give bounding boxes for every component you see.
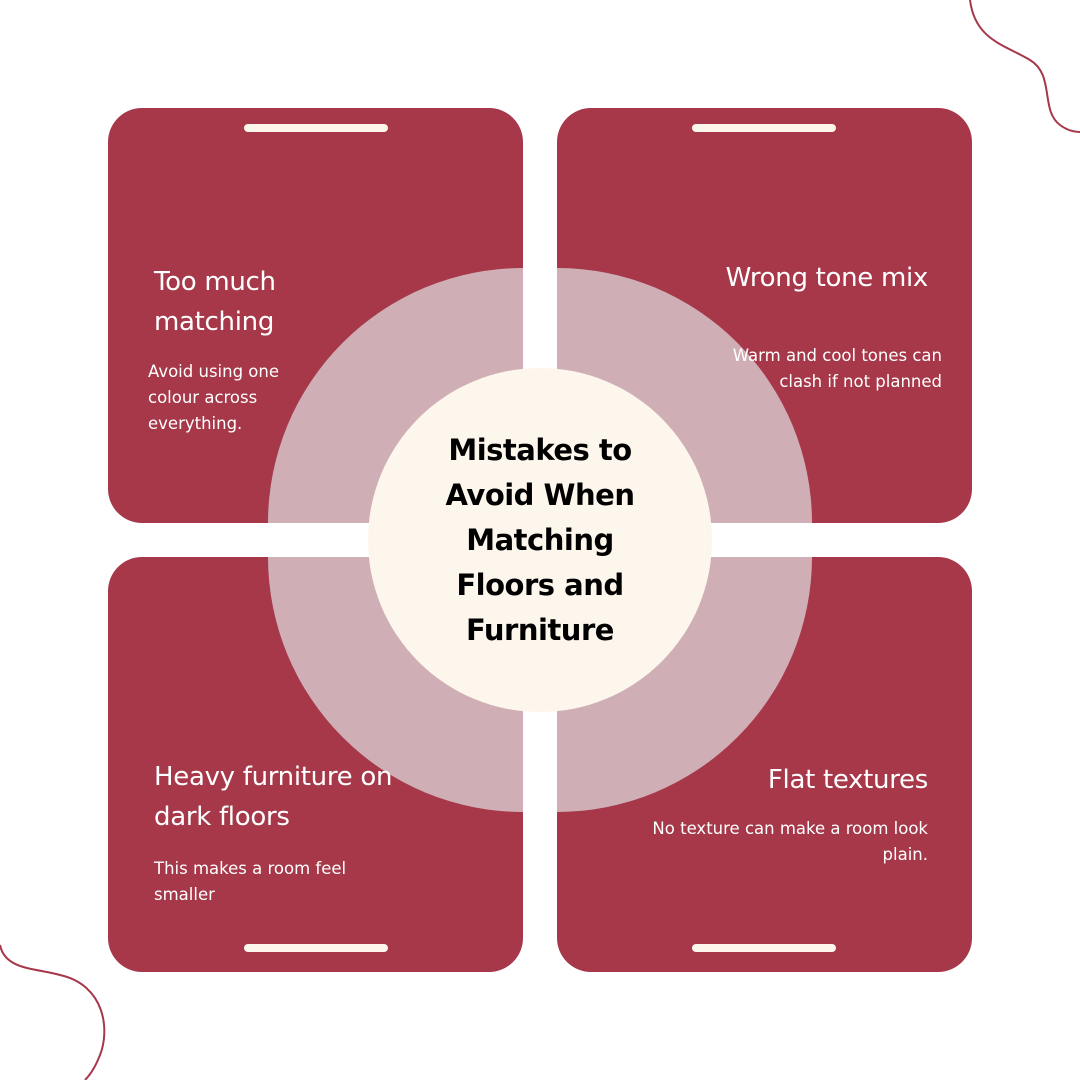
card-description: This makes a room feel smaller [154,859,347,904]
card-heading: Wrong tone mix [725,263,929,293]
card-bottom-bar [692,944,836,952]
card-top-bar [244,124,388,132]
card-heading: Flat textures [767,765,928,795]
center-circle: Mistakes to Avoid When Matching Floors a… [368,368,712,712]
center-title: Mistakes to Avoid When Matching Floors a… [445,432,635,647]
card-bottom-bar [244,944,388,952]
card-description: Warm and cool tones can clash if not pla… [732,346,942,391]
bottom-left-curve [0,944,106,1080]
card-heading: Heavy furniture on dark floors [154,762,393,832]
card-heading: Too much matching [154,267,276,337]
card-top-bar [692,124,836,132]
top-right-curve [969,0,1080,133]
card-description: No texture can make a room look plain. [652,819,928,864]
card-description: Avoid using one colour across everything… [148,362,280,433]
